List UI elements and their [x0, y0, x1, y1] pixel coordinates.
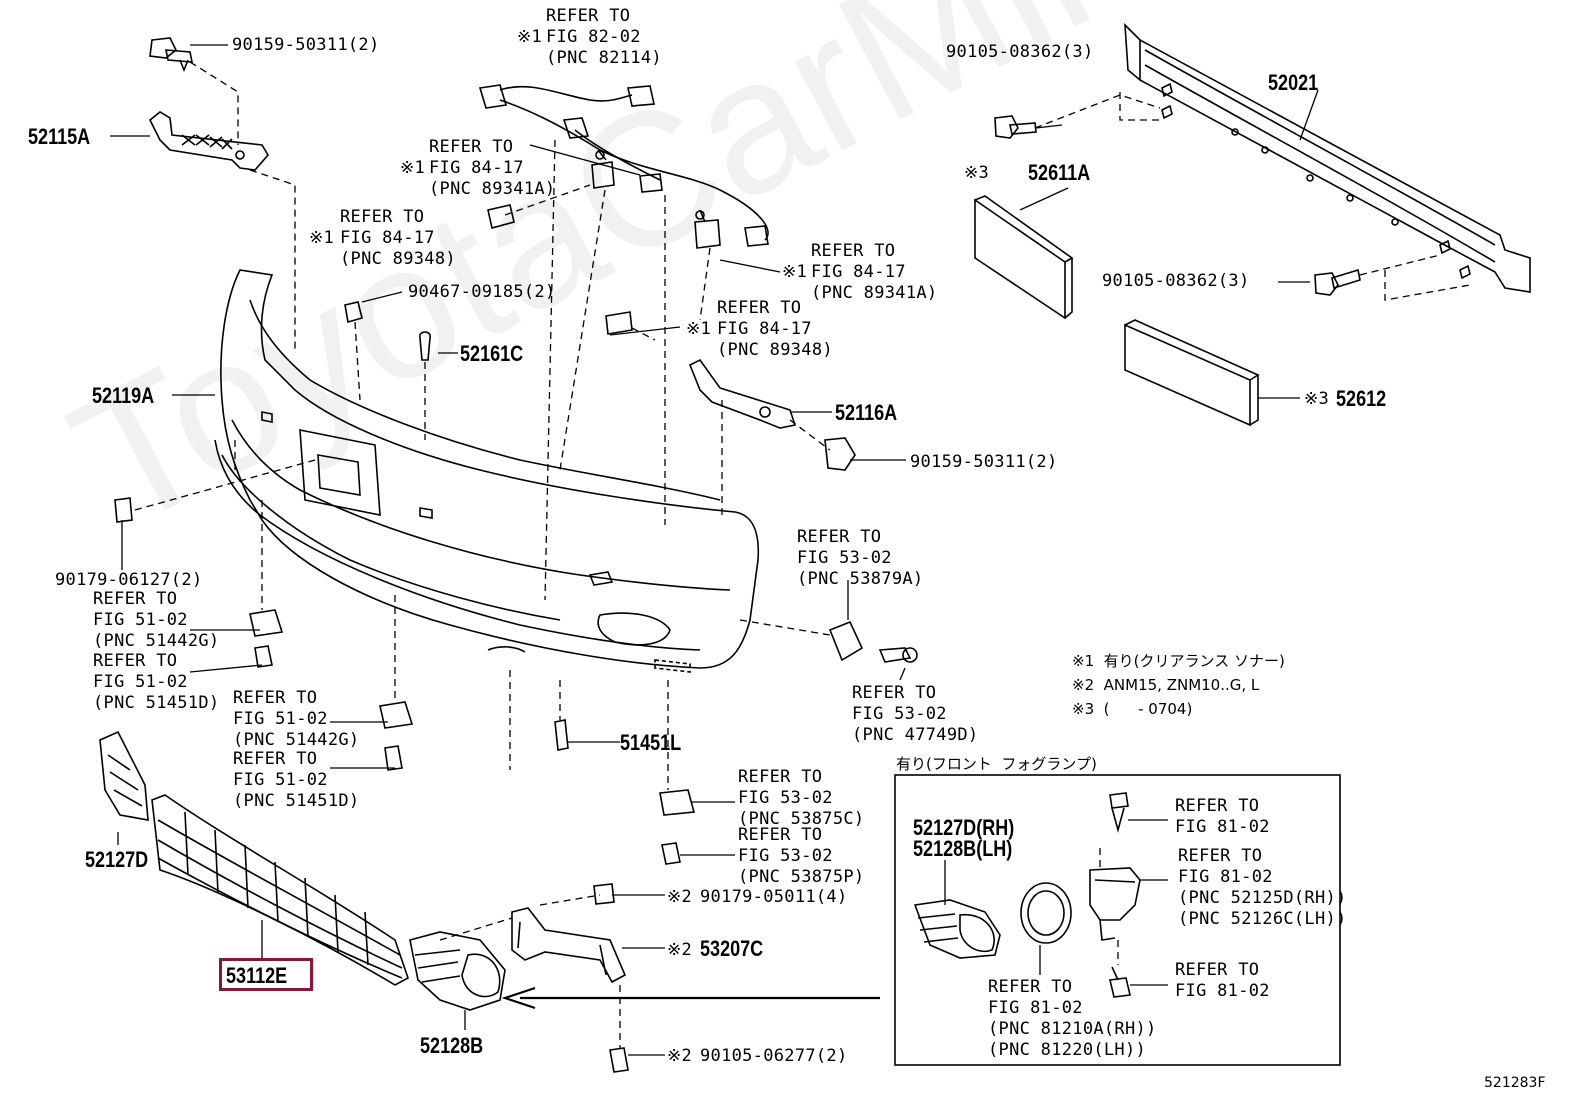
part-52128B-LH: 52128B(LH) [913, 836, 1013, 861]
lower-grille-53112E [151, 794, 409, 986]
ref-fig-81-02-a: REFER TO FIG 81-02 [1175, 796, 1270, 837]
bracket-53207C [511, 907, 627, 984]
ref-fig-81-02-c: REFER TO FIG 81-02 [1175, 960, 1270, 1001]
part-52115A: 52115A [28, 124, 91, 149]
part-52161C: 52161C [460, 341, 524, 366]
ref-fig-84-17-d: REFER TO FIG 84-17 (PNC 89348) [717, 298, 833, 360]
ref-fig-84-17-a: REFER TO FIG 84-17 (PNC 89341A) [429, 137, 556, 199]
mark-3-a: ※3 [964, 163, 990, 183]
note-2: ※2 ANM15, ZNM10..G, L [1072, 676, 1260, 694]
assembly-lines [134, 61, 1471, 1048]
inset-box [894, 774, 1341, 1066]
ref-fig-53-02-c: REFER TO FIG 53-02 (PNC 53875C) [738, 767, 865, 829]
ref-fig-84-17-c: REFER TO FIG 84-17 (PNC 89341A) [811, 241, 938, 303]
ref-fig-51-02-d: REFER TO FIG 51-02 (PNC 51451D) [233, 749, 360, 811]
mark-1-c: ※1 [309, 228, 335, 248]
mark-2-b: ※2 [667, 940, 693, 960]
fog-cover-52127D [99, 730, 149, 821]
part-52021: 52021 [1268, 70, 1319, 95]
mark-1-b: ※1 [400, 158, 426, 178]
part-53207C: 53207C [700, 936, 764, 961]
absorber-52612 [1124, 319, 1260, 427]
inset-title: 有り(フロント フォグランプ) [896, 755, 1097, 773]
ref-fig-81-02-b: REFER TO FIG 81-02 (PNC 52125D(RH)) (PNC… [1178, 846, 1347, 929]
leader-lines [110, 44, 1319, 1056]
ref-fig-53-02-b: REFER TO FIG 53-02 (PNC 47749D) [852, 683, 979, 745]
inset-fog-parts [913, 792, 1141, 998]
ref-fig-51-02-c: REFER TO FIG 51-02 (PNC 51442G) [233, 688, 360, 750]
note-1: ※1 有り(クリアランス ソナー) [1072, 652, 1285, 670]
absorber-52611A [974, 195, 1074, 320]
figure-code: 521283F [1484, 1075, 1546, 1091]
bracket-52116A [688, 358, 856, 471]
inset-arrow [501, 986, 880, 1010]
ref-clip-90179-06127: 90179-06127(2) [55, 570, 203, 590]
ref-fig-53-02-a: REFER TO FIG 53-02 (PNC 53879A) [797, 527, 924, 589]
sonar-sensors [487, 149, 721, 335]
mark-2-a: ※2 [667, 887, 693, 907]
mark-1-d: ※1 [782, 262, 808, 282]
ref-bolt-90105-bot: 90105-08362(3) [1102, 271, 1250, 291]
ref-fig-51-02-b: REFER TO FIG 51-02 (PNC 51451D) [93, 651, 220, 713]
highlight-53112E [219, 958, 313, 991]
ref-bolt-90159-mid: 90159-50311(2) [910, 452, 1058, 472]
part-52119A: 52119A [92, 383, 155, 408]
ref-bolt-90159-top: 90159-50311(2) [232, 35, 380, 55]
part-51451L: 51451L [620, 730, 682, 755]
part-52612: 52612 [1336, 386, 1387, 411]
small-fasteners [114, 301, 918, 1073]
part-52128B: 52128B [420, 1033, 484, 1058]
ref-nut-90179-05011: 90179-05011(4) [700, 887, 848, 907]
wire-harness [478, 84, 769, 247]
ref-bolt-90105-06277: 90105-06277(2) [700, 1046, 848, 1066]
ref-fig-53-02-d: REFER TO FIG 53-02 (PNC 53875P) [738, 825, 865, 887]
part-52127D-RH: 52127D(RH) [913, 815, 1015, 840]
part-52127D: 52127D [85, 847, 149, 872]
bolts-52021 [994, 115, 1361, 296]
ref-fig-81-02-d: REFER TO FIG 81-02 (PNC 81210A(RH)) (PNC… [988, 977, 1157, 1060]
fog-cover-52128B [409, 931, 506, 1011]
ref-fig-82-02: REFER TO FIG 82-02 (PNC 82114) [546, 6, 662, 68]
ref-fig-51-02-a: REFER TO FIG 51-02 (PNC 51442G) [93, 589, 220, 651]
reinforcement-52021 [1124, 22, 1531, 293]
ref-clip-90467: 90467-09185(2) [408, 282, 556, 302]
mark-1-a: ※1 [517, 27, 543, 47]
bumper-cover-52119A [214, 269, 760, 673]
mark-3-b: ※3 [1304, 389, 1330, 409]
part-52611A: 52611A [1028, 160, 1091, 185]
ref-bolt-90105-top: 90105-08362(3) [946, 42, 1094, 62]
note-3: ※3 ( - 0704) [1072, 700, 1193, 718]
part-52116A: 52116A [835, 400, 898, 425]
mark-2-c: ※2 [667, 1046, 693, 1066]
bolt-top-left [149, 37, 193, 73]
part-53112E[interactable]: 53112E [226, 963, 288, 988]
mark-1-e: ※1 [686, 319, 712, 339]
ref-fig-84-17-b: REFER TO FIG 84-17 (PNC 89348) [340, 207, 456, 269]
bracket-52115A [148, 111, 269, 171]
